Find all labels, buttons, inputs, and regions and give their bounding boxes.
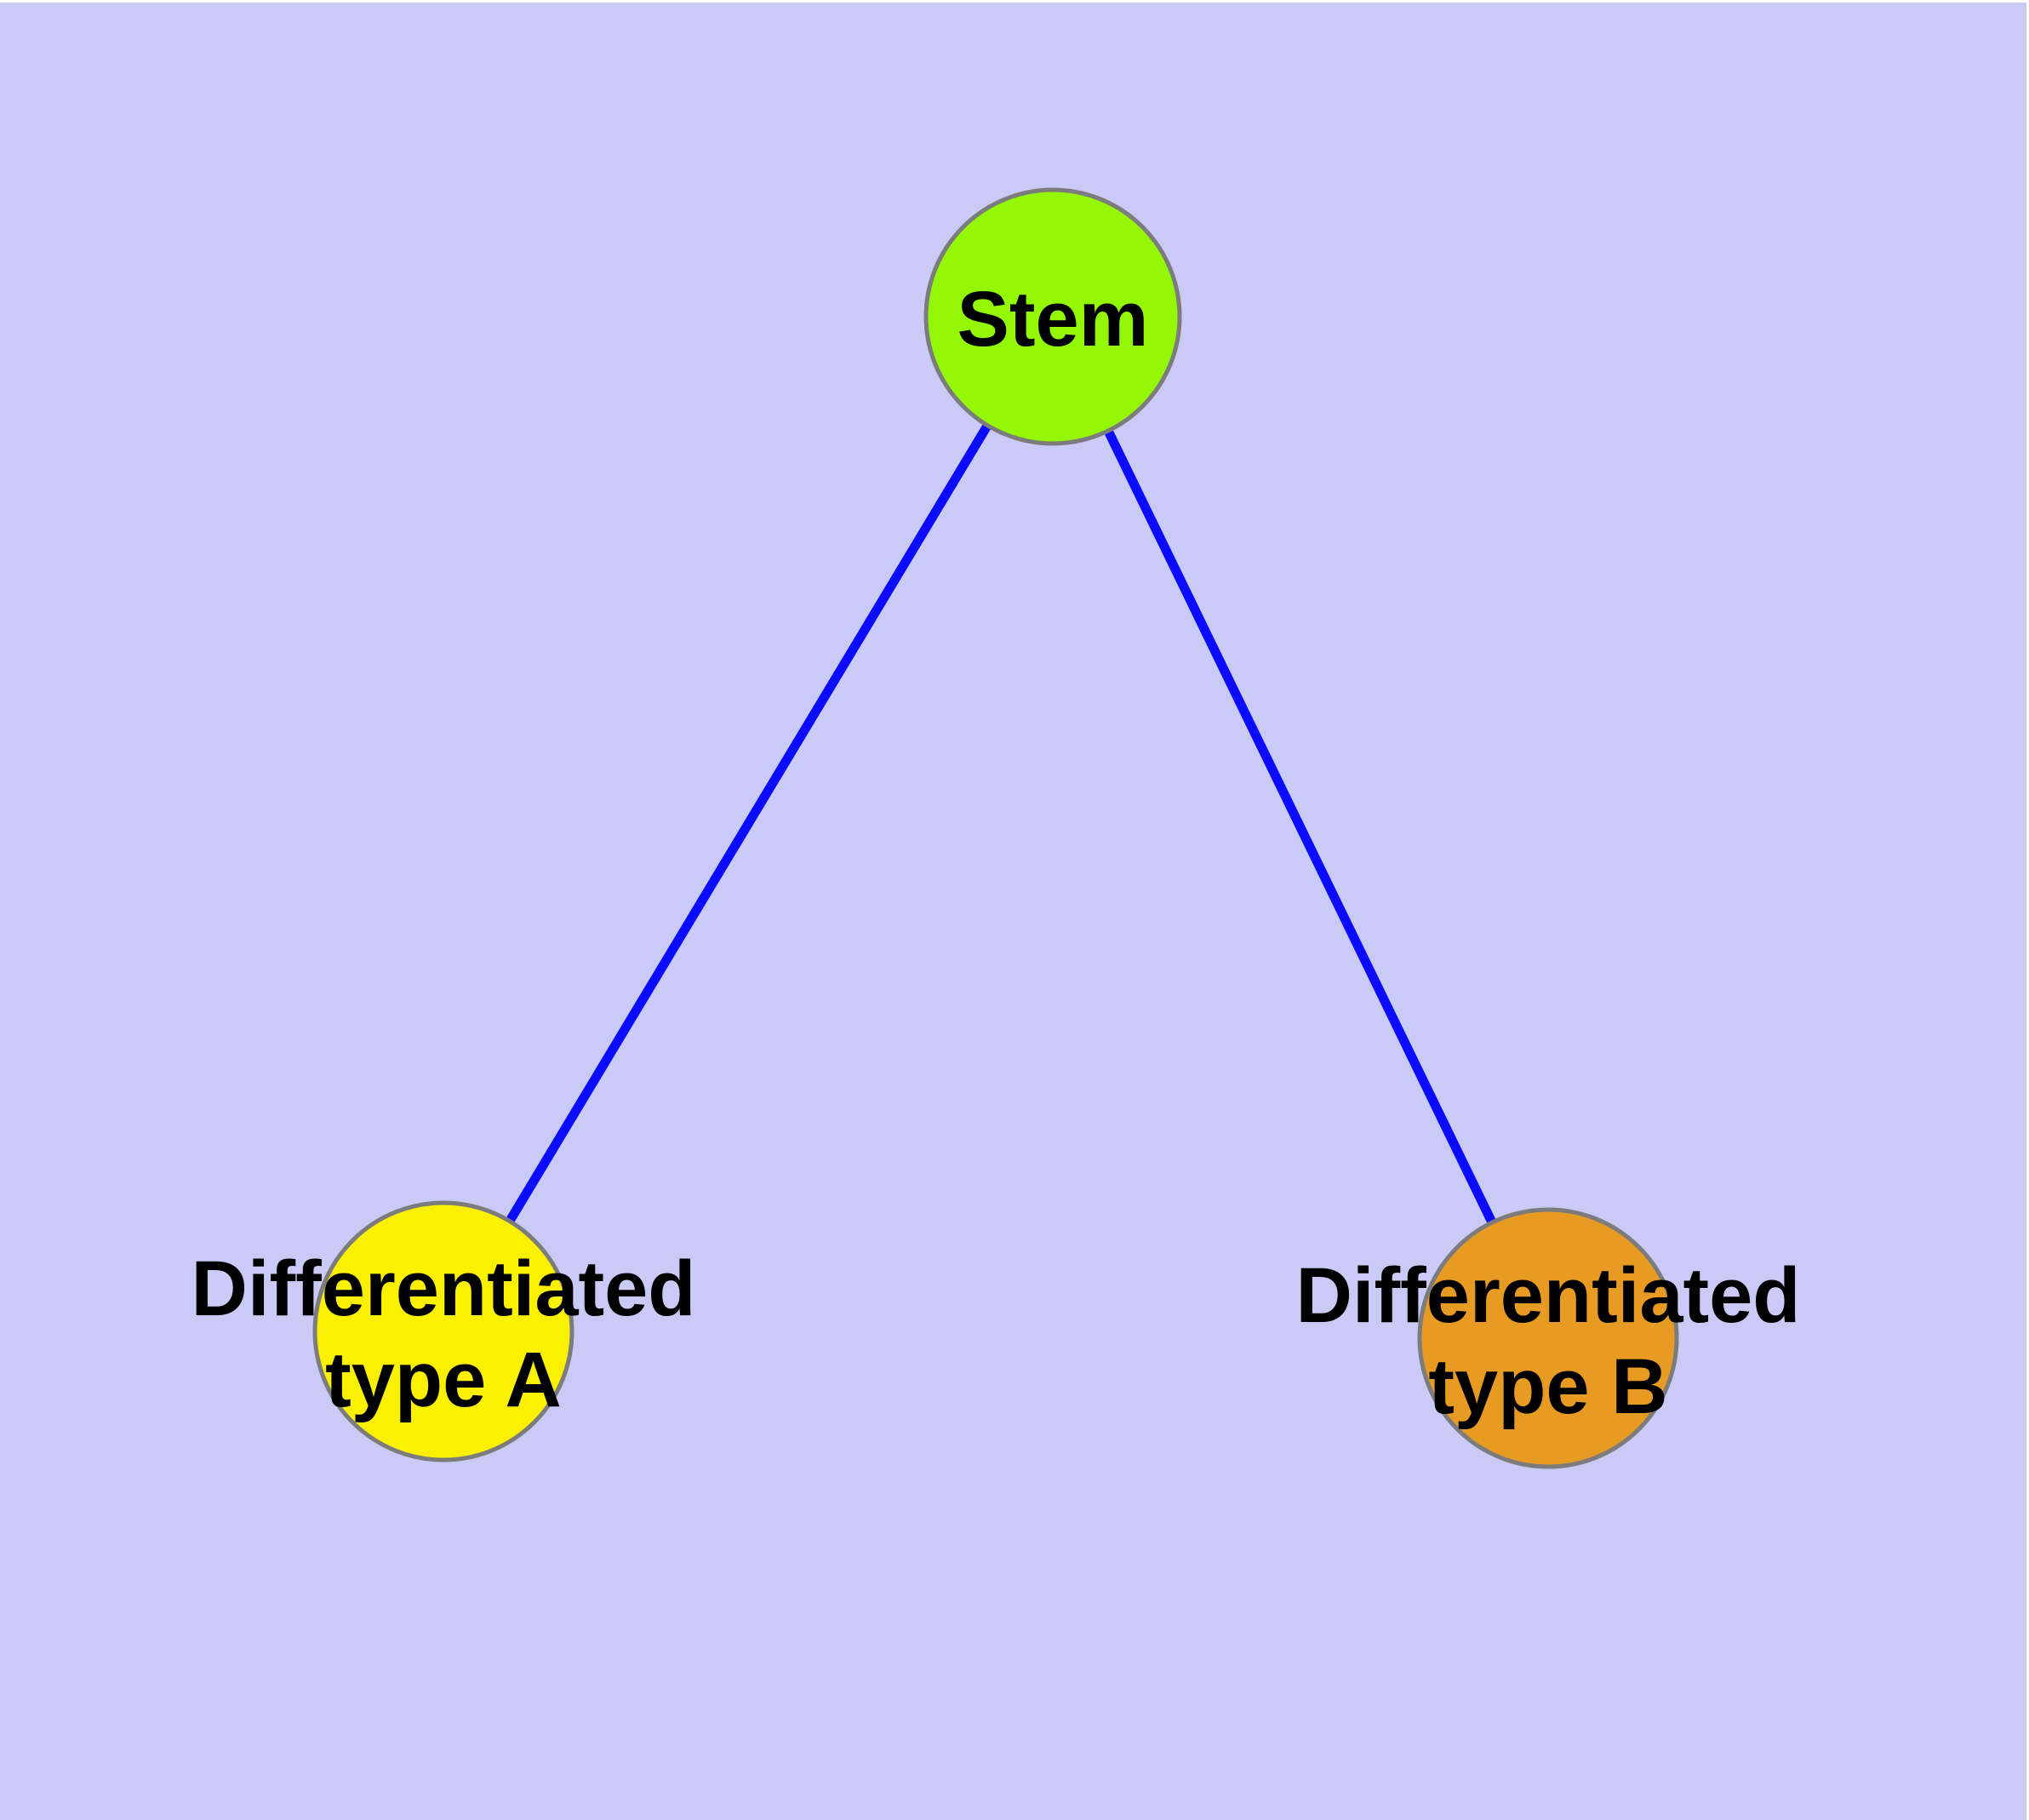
node-circle-type-a [312,1200,574,1462]
node-label-line: Stem [957,276,1149,363]
node-label-line: Differentiated [1296,1252,1801,1339]
node-circle-type-b [1417,1207,1679,1469]
node-label-line: type B [1428,1343,1667,1430]
node-circle-stem [923,187,1182,446]
node-label-line: Differentiated [191,1245,696,1332]
node-label-stem: Stem [957,276,1149,363]
edges-layer [439,314,1552,1341]
edge-stem-to-type-b [1049,314,1552,1341]
edge-stem-to-type-a [439,314,1057,1334]
node-label-line: type A [325,1336,562,1423]
